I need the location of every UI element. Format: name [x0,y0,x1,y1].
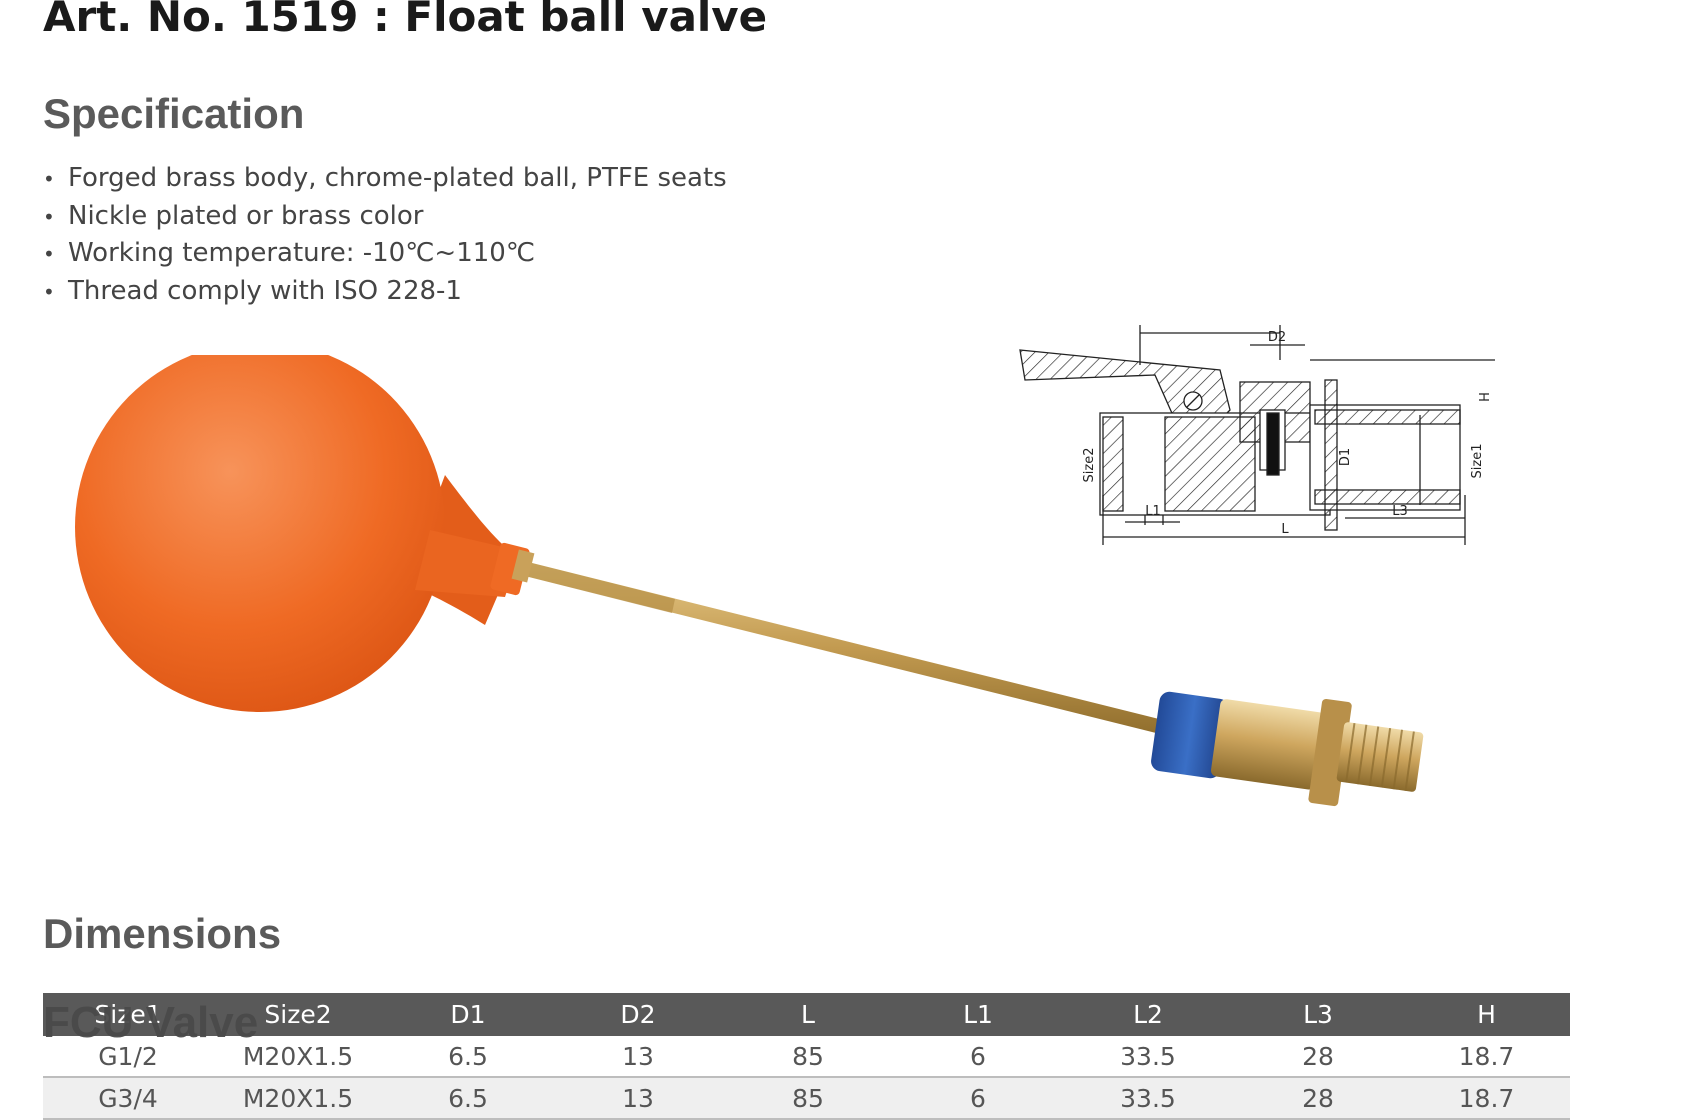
table-cell: 6.5 [383,1036,553,1078]
float-valve-product-image [75,355,1424,807]
table-cell: G1/2 [43,1036,213,1078]
column-header: Size2 [213,993,383,1036]
float-ball [75,355,530,712]
watermark: FCU Valve [43,998,259,1047]
table-cell: M20X1.5 [213,1036,383,1078]
specification-list: •Forged brass body, chrome-plated ball, … [43,160,727,310]
drawing-label-d2: D2 [1268,330,1286,345]
brass-rod [511,549,1175,737]
column-header: L3 [1233,993,1403,1036]
bullet-icon: • [43,204,55,229]
drawing-label-l3: L3 [1392,504,1408,519]
table-cell: 6 [893,1036,1063,1078]
table-cell: 33.5 [1063,1077,1233,1120]
spec-item: •Working temperature: -10℃~110℃ [43,235,727,273]
column-header: D1 [383,993,553,1036]
table-row: G1/2 M20X1.5 6.5 13 85 6 33.5 28 18.7 [43,1036,1570,1078]
table-cell: 6 [893,1077,1063,1120]
table-cell: 18.7 [1403,1036,1570,1078]
drawing-label-l: L [1281,522,1289,537]
dimensions-heading: Dimensions [43,910,282,957]
drawing-label-size1: Size1 [1470,444,1485,479]
column-header: L [723,993,893,1036]
table-cell: 13 [553,1036,723,1078]
table-cell: 85 [723,1036,893,1078]
table-cell: M20X1.5 [213,1077,383,1120]
table-cell: 33.5 [1063,1036,1233,1078]
cross-section-drawing: L2 D2 H Size2 D1 Size1 L1 L3 L [1019,325,1495,545]
drawing-label-d1: D1 [1338,448,1353,466]
drawing-label-size2: Size2 [1082,448,1097,483]
table-cell: G3/4 [43,1077,213,1120]
spec-item: •Nickle plated or brass color [43,198,727,236]
page-title: Art. No. 1519 : Float ball valve [43,0,768,41]
dimensions-table: Size1 Size2 D1 D2 L L1 L2 L3 H G1/2 M20X… [43,993,1570,1120]
table-cell: 18.7 [1403,1077,1570,1120]
table-cell: 13 [553,1077,723,1120]
table-cell: 28 [1233,1036,1403,1078]
valve-body [1151,691,1424,807]
drawing-label-l2: L2 [1192,325,1208,327]
bullet-icon: • [43,279,55,304]
column-header: Size1 [43,993,213,1036]
bullet-icon: • [43,242,55,266]
column-header: D2 [553,993,723,1036]
specification-heading: Specification [43,90,305,137]
drawing-label-l1: L1 [1145,504,1161,519]
column-header: L1 [893,993,1063,1036]
spec-item: •Thread comply with ISO 228-1 [43,273,727,311]
table-cell: 6.5 [383,1077,553,1120]
column-header: L2 [1063,993,1233,1036]
table-row: G3/4 M20X1.5 6.5 13 85 6 33.5 28 18.7 [43,1077,1570,1120]
table-cell: 28 [1233,1077,1403,1120]
table-cell: 85 [723,1077,893,1120]
bullet-icon: • [43,167,55,191]
drawing-label-h: H [1475,392,1490,402]
column-header: H [1403,993,1570,1036]
spec-item: •Forged brass body, chrome-plated ball, … [43,160,727,198]
table-header-row: Size1 Size2 D1 D2 L L1 L2 L3 H [43,993,1570,1036]
